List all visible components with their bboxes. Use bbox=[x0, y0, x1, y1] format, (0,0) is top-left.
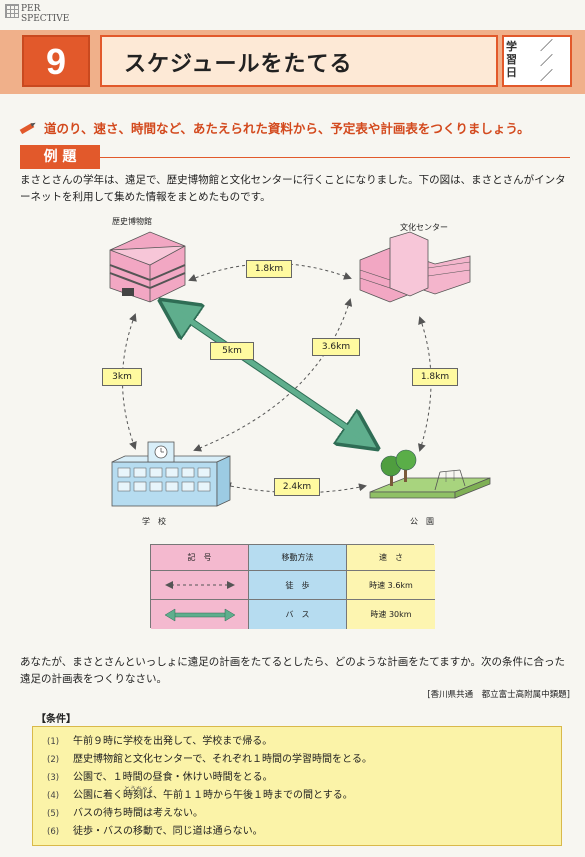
legend-table: 記 号 移動方法 速 さ 徒 歩 時速 3.6km バ ス 時速 30km bbox=[150, 544, 435, 629]
brand-line2: SPECTIVE bbox=[21, 14, 70, 24]
intro-line: 道のり、速さ、時間など、あたえられた資料から、予定表や計画表をつくりましょう。 bbox=[20, 118, 565, 137]
school-building-icon bbox=[111, 441, 231, 507]
grid-logo-icon bbox=[5, 4, 19, 18]
study-date-label: 学習日 bbox=[506, 40, 517, 79]
condition-item: (5)バスの待ち時間は考えない。 bbox=[47, 808, 203, 819]
bus-arrow-icon bbox=[164, 608, 235, 621]
condition-item: (1)午前９時に学校を出発して、学校まで帰る。 bbox=[47, 736, 273, 747]
legend-header-speed: 速 さ bbox=[347, 545, 435, 571]
study-date-box: 学習日 ／ ／ ／ bbox=[502, 35, 572, 87]
conditions-list: (1)午前９時に学校を出発して、学校まで帰る。 (2)歴史博物館と文化センターで… bbox=[33, 727, 561, 841]
citation: [香川県共通 都立富士高附属中類題] bbox=[427, 690, 570, 700]
brand-mark: PER SPECTIVE bbox=[5, 4, 95, 32]
brand-line1: PER bbox=[21, 4, 41, 14]
legend-walk-method: 徒 歩 bbox=[249, 571, 347, 600]
paragraph-intro: まさとさんの学年は、遠足で、歴史博物館と文化センターに行くことになりました。下の… bbox=[20, 174, 566, 203]
section-label: 例 題 bbox=[20, 145, 100, 169]
museum-building-icon bbox=[109, 231, 186, 303]
condition-item: (2)歴史博物館と文化センターで、それぞれ１時間の学習時間をとる。 bbox=[47, 754, 372, 765]
distance-center-school: 3.6km bbox=[312, 338, 360, 356]
distance-museum-school: 3km bbox=[102, 368, 142, 386]
conditions-title: 【条件】 bbox=[36, 714, 76, 725]
legend-bus-symbol bbox=[151, 600, 249, 629]
conditions-box: (1)午前９時に学校を出発して、学校まで帰る。 (2)歴史博物館と文化センターで… bbox=[32, 726, 562, 846]
condition-item: (6)徒歩・バスの移動で、同じ道は通らない。 bbox=[47, 826, 263, 837]
label-culture-center: 文化センター bbox=[400, 223, 448, 232]
route-diagram: 歴史博物館 文化センター 学 校 公 園 1.8km 5km 3.6km 3km… bbox=[90, 210, 510, 530]
legend-bus-speed: 時速 30km bbox=[347, 600, 435, 629]
park-icon bbox=[369, 449, 491, 499]
culture-center-building-icon bbox=[359, 231, 471, 303]
ruby-annotation: とうちゃく bbox=[124, 786, 155, 793]
condition-item: (4)公園に着く時刻は、午前１１時から午後１時までの間とする。 bbox=[47, 790, 353, 801]
label-museum: 歴史博物館 bbox=[112, 217, 152, 226]
legend-walk-speed: 時速 3.6km bbox=[347, 571, 435, 600]
distance-museum-center: 1.8km bbox=[246, 260, 292, 278]
paragraph-question: あなたが、まさとさんといっしょに遠足の計画をたてるとしたら、どのような計画をたて… bbox=[20, 656, 566, 685]
distance-museum-park-bus: 5km bbox=[210, 342, 254, 360]
walk-route-museum-center bbox=[188, 263, 352, 282]
distance-school-park: 2.4km bbox=[274, 478, 320, 496]
legend-bus-method: バ ス bbox=[249, 600, 347, 629]
intro-text: 道のり、速さ、時間など、あたえられた資料から、予定表や計画表をつくりましょう。 bbox=[44, 121, 530, 136]
section-divider bbox=[100, 157, 570, 158]
legend-header-method: 移動方法 bbox=[249, 545, 347, 571]
legend-header-symbol: 記 号 bbox=[151, 545, 249, 571]
dashed-arrow-icon bbox=[164, 581, 235, 589]
lesson-number-box: 9 bbox=[22, 35, 90, 87]
lesson-title-box: スケジュールをたてる bbox=[100, 35, 498, 87]
label-school: 学 校 bbox=[142, 517, 166, 526]
walk-route-center-park bbox=[417, 316, 432, 452]
route-diagram-svg bbox=[109, 231, 491, 507]
distance-center-park: 1.8km bbox=[412, 368, 458, 386]
pencil-icon bbox=[20, 122, 38, 134]
legend-walk-symbol bbox=[151, 571, 249, 600]
condition-item: (3)公園で、１時間の昼食・休けい時間をとる。 bbox=[47, 772, 273, 783]
lesson-title: スケジュールをたてる bbox=[124, 52, 353, 77]
study-date-slashes: ／ ／ ／ bbox=[540, 39, 554, 84]
lesson-number: 9 bbox=[45, 41, 67, 82]
label-park: 公 園 bbox=[410, 517, 434, 526]
